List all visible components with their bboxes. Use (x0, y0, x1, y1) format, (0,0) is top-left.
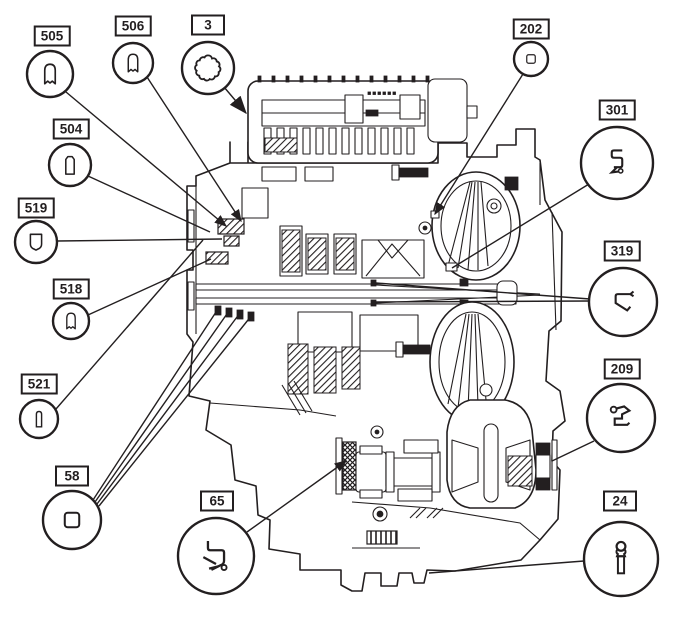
leader-line-518 (87, 258, 212, 316)
callout-circle-521[interactable] (18, 398, 60, 440)
callout-circle-518[interactable] (51, 301, 91, 341)
parking-gear (366, 530, 398, 545)
cover-mounting-tabs (257, 75, 430, 83)
clutch-packs (279, 225, 425, 279)
callout-number: 24 (612, 493, 628, 509)
callout-circle-319[interactable] (587, 266, 659, 338)
callout-circle-202[interactable] (512, 40, 550, 78)
callout-circle-65[interactable] (176, 516, 256, 596)
callout-box-58[interactable]: 58 (55, 465, 89, 487)
leader-line-24 (428, 560, 585, 574)
callout-number: 506 (121, 18, 145, 34)
leader-line-319 (375, 282, 591, 300)
callout-circle-24[interactable] (582, 520, 660, 598)
seal-518-521 (205, 251, 229, 265)
differential-and-output-shaft (335, 399, 558, 509)
callout-number: 519 (24, 200, 48, 216)
leader-line-58 (92, 308, 219, 501)
leader-line-505 (65, 91, 228, 227)
callout-box-505[interactable]: 505 (33, 25, 71, 47)
callout-box-301[interactable]: 301 (598, 99, 636, 121)
callout-number: 518 (59, 281, 83, 297)
main-shaft (195, 278, 541, 308)
callout-circle-3[interactable] (180, 40, 236, 96)
callout-box-518[interactable]: 518 (52, 278, 90, 300)
callout-circle-519[interactable] (13, 219, 59, 265)
callout-circle-301[interactable] (579, 125, 655, 201)
valve-body-cover (247, 75, 478, 164)
callout-box-24[interactable]: 24 (603, 490, 637, 512)
callout-box-504[interactable]: 504 (52, 118, 90, 140)
callout-box-3[interactable]: 3 (191, 14, 225, 36)
leader-line-521 (55, 239, 204, 410)
leader-line-506 (146, 76, 242, 223)
callout-number: 504 (59, 121, 83, 137)
callout-box-506[interactable]: 506 (114, 15, 152, 37)
callout-number: 3 (204, 17, 212, 33)
leader-line-58 (98, 314, 253, 507)
leader-line-58 (94, 310, 230, 503)
callout-box-65[interactable]: 65 (200, 490, 234, 512)
callout-number: 209 (610, 361, 634, 377)
callout-number: 505 (40, 28, 64, 44)
axle-seal-209-target (535, 439, 558, 491)
leader-line-3 (223, 86, 247, 115)
leader-line-301 (451, 183, 590, 269)
leader-line-209 (551, 440, 595, 462)
callout-number: 301 (605, 102, 629, 118)
leader-line-319 (375, 300, 591, 303)
callout-circle-504[interactable] (47, 142, 93, 188)
callout-box-209[interactable]: 209 (603, 358, 641, 380)
bottom-pan-details (366, 425, 444, 545)
callout-box-202[interactable]: 202 (512, 18, 550, 40)
lower-geartrain (281, 164, 431, 416)
leader-line-519 (56, 238, 223, 242)
callout-circle-209[interactable] (585, 382, 657, 454)
leader-line-58 (96, 312, 241, 505)
seal-504-519 (223, 235, 240, 247)
callout-number: 202 (519, 21, 543, 37)
leader-line-65 (246, 460, 348, 533)
leader-line-202 (434, 73, 524, 216)
differential-pinion-shaft (483, 423, 499, 503)
callout-number: 65 (209, 493, 225, 509)
callout-number: 319 (610, 243, 634, 259)
callout-box-521[interactable]: 521 (20, 373, 58, 395)
leader-line-504 (87, 175, 211, 233)
callout-circle-506[interactable] (111, 41, 155, 85)
callout-circle-505[interactable] (25, 49, 75, 99)
callout-number: 521 (27, 376, 51, 392)
callout-number: 58 (64, 468, 80, 484)
clip-301-target (445, 262, 458, 272)
callout-box-519[interactable]: 519 (17, 197, 55, 219)
callout-circle-58[interactable] (41, 489, 103, 551)
callout-box-319[interactable]: 319 (603, 240, 641, 262)
